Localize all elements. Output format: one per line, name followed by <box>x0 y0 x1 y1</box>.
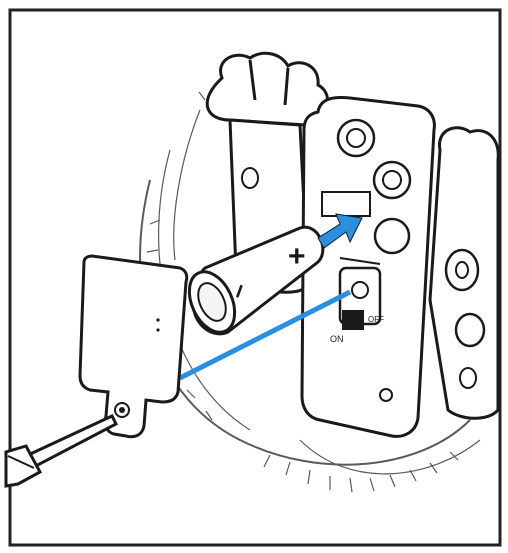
compartment-caption-left: ON <box>330 334 344 344</box>
battery-compartment <box>302 98 434 437</box>
switch-icon <box>342 310 364 330</box>
screw-hole <box>352 282 368 298</box>
compartment-caption-right: OFF <box>368 315 384 324</box>
battery-plus-label: + <box>288 240 306 273</box>
